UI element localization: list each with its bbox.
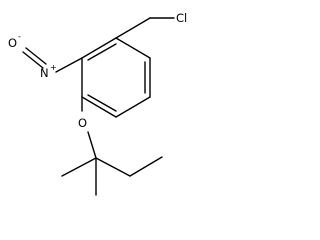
- chemical-structure-diagram: Cl N + O - O: [8, 11, 187, 196]
- quaternary-carbon-to-ethyl: [95, 157, 131, 177]
- benzene-ring: [81, 37, 151, 118]
- o-to-quaternary-carbon-bond: [87, 131, 97, 159]
- nitro-group: N + O -: [8, 32, 83, 80]
- ring-double-bond-bottom-left: [87, 94, 117, 112]
- quaternary-carbon-to-methyl-left: [61, 157, 97, 177]
- n-to-o-bond: [25, 47, 47, 65]
- n-to-o-bond-double: [22, 51, 44, 69]
- nitro-nitrogen-charge: +: [50, 63, 57, 72]
- ether-oxygen-label: O: [78, 116, 87, 130]
- ethyl-ch2-to-ch3: [129, 156, 163, 177]
- ring-bond-top-right: [115, 37, 151, 59]
- ring-bond-top-left: [81, 37, 117, 59]
- ring-double-bond-top-left: [87, 43, 117, 61]
- ring-to-ch2-bond: [115, 17, 151, 39]
- ring-to-n-bond: [55, 57, 83, 73]
- tert-amyl-ether-group: O: [61, 96, 163, 196]
- nitro-oxygen-label: O: [8, 36, 17, 50]
- chloromethyl-group: Cl: [115, 11, 187, 39]
- ring-bond-bottom-left: [81, 96, 117, 118]
- nitro-oxygen-charge: -: [18, 32, 21, 41]
- ring-bond-bottom-right: [115, 96, 151, 118]
- nitro-nitrogen-label: N: [40, 66, 49, 80]
- chlorine-label: Cl: [176, 11, 187, 25]
